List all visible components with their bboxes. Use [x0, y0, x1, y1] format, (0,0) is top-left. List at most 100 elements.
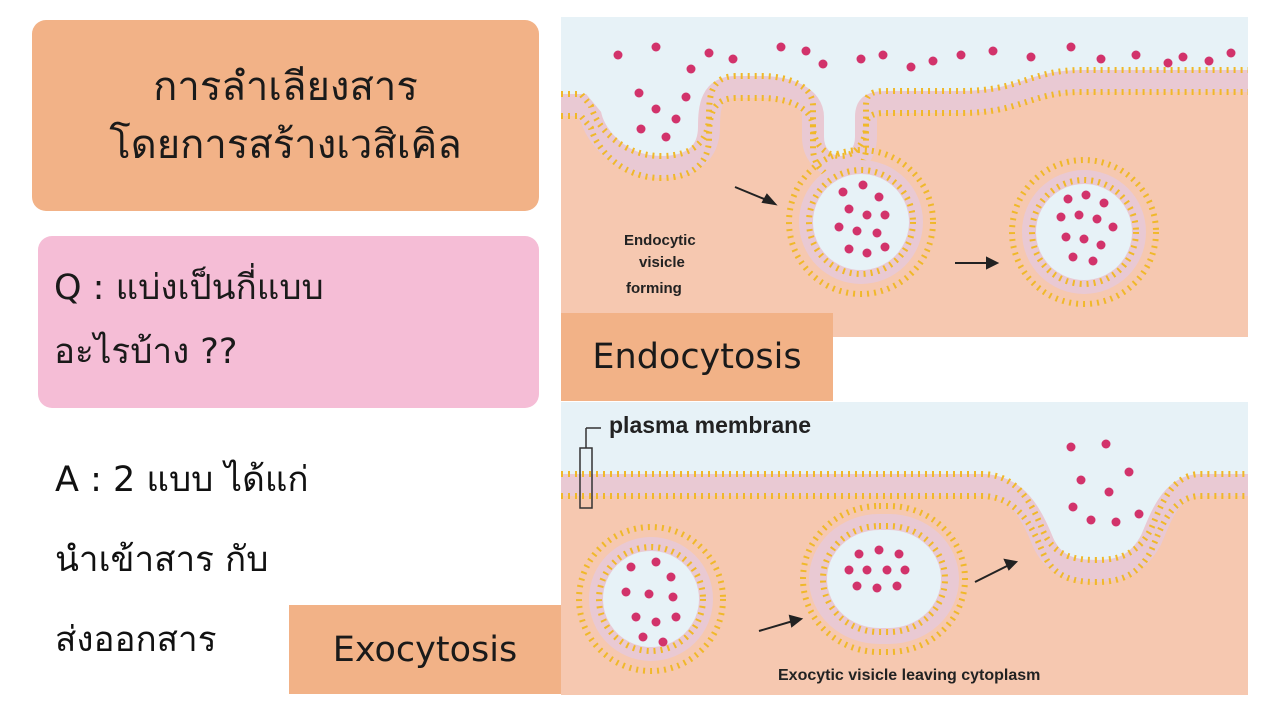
molecule-dot	[862, 248, 872, 258]
molecule-dot	[1068, 502, 1078, 512]
molecule-dot	[852, 581, 862, 591]
molecule-dot	[686, 64, 696, 74]
molecule-dot	[1061, 232, 1071, 242]
molecule-dot	[874, 192, 884, 202]
molecule-dot	[880, 242, 890, 252]
molecule-dot	[1056, 212, 1066, 222]
question-line-2: อะไรบ้าง ??	[54, 332, 238, 372]
molecule-dot	[872, 228, 882, 238]
molecule-dot	[1066, 42, 1076, 52]
molecule-dot	[1063, 194, 1073, 204]
molecule-dot	[854, 549, 864, 559]
endocytosis-label: Endocytosis	[561, 313, 833, 401]
question-box: Q : แบ่งเป็นกี่แบบ อะไรบ้าง ??	[38, 236, 539, 408]
molecule-dot	[1076, 475, 1086, 485]
internalized-vesicle	[1009, 157, 1159, 307]
molecule-dot	[858, 180, 868, 190]
molecule-dot	[636, 124, 646, 134]
molecule-dot	[1092, 214, 1102, 224]
molecule-dot	[666, 572, 676, 582]
molecule-dot	[1026, 52, 1036, 62]
molecule-dot	[1096, 240, 1106, 250]
molecule-dot	[671, 612, 681, 622]
molecule-dot	[638, 632, 648, 642]
molecule-dot	[1108, 222, 1118, 232]
molecule-dot	[651, 557, 661, 567]
molecule-dot	[1079, 234, 1089, 244]
answer-line-3: ส่งออกสาร	[55, 620, 217, 660]
molecules	[613, 42, 1236, 266]
molecule-dot	[1163, 58, 1173, 68]
molecule-dot	[892, 581, 902, 591]
caption-line: forming	[626, 280, 682, 297]
plasma-membrane-bracket	[579, 427, 601, 509]
answer-line-2: นำเข้าสาร กับ	[55, 540, 269, 580]
molecule-dot	[1088, 256, 1098, 266]
title-line-2: โดยการสร้างเวสิเคิล	[109, 121, 462, 168]
exocytosis-label: Exocytosis	[289, 605, 561, 694]
membrane-heads-outer	[561, 471, 1248, 564]
molecule-dot	[651, 617, 661, 627]
molecule-dot	[626, 562, 636, 572]
molecule-dot	[801, 46, 811, 56]
molecule-dot	[872, 583, 882, 593]
molecule-dot	[862, 565, 872, 575]
molecule-dot	[1226, 48, 1236, 58]
plasma-membrane-top	[561, 70, 1248, 179]
molecule-dot	[894, 549, 904, 559]
molecule-dot	[651, 42, 661, 52]
molecule-dot	[862, 210, 872, 220]
molecule-dot	[852, 226, 862, 236]
caption-line: Endocytic	[624, 232, 696, 249]
arrow	[955, 256, 1000, 270]
molecule-dot	[634, 88, 644, 98]
molecule-dot	[900, 565, 910, 575]
molecule-dot	[621, 587, 631, 597]
molecule-dot	[844, 244, 854, 254]
molecule-dot	[661, 132, 671, 142]
molecule-dot	[882, 565, 892, 575]
extracellular-area	[561, 402, 1248, 474]
molecule-dot	[631, 612, 641, 622]
arrow	[758, 614, 804, 632]
molecule-dot	[1101, 439, 1111, 449]
molecule-dot	[1086, 515, 1096, 525]
molecule-dot	[681, 92, 691, 102]
molecule-dot	[818, 59, 828, 69]
title-box: การลำเลียงสาร โดยการสร้างเวสิเคิล	[32, 20, 539, 211]
molecule-dot	[880, 210, 890, 220]
molecule-dot	[1068, 252, 1078, 262]
exocytosis-caption: Exocytic visicle leaving cytoplasm	[778, 667, 1040, 684]
answer-line-1: A : 2 แบบ ได้แก่	[55, 460, 309, 500]
plasma-membrane-label: plasma membrane	[609, 412, 811, 438]
molecule-dot	[1096, 54, 1106, 64]
molecule-dot	[878, 50, 888, 60]
molecule-dot	[988, 46, 998, 56]
molecule-dot	[844, 565, 854, 575]
molecule-dot	[613, 50, 623, 60]
molecule-dot	[956, 50, 966, 60]
molecule-dot	[776, 42, 786, 52]
endocytosis-diagram: Endocytic visicle forming	[561, 17, 1248, 337]
membrane-heads-inner	[561, 493, 1248, 586]
arrow	[974, 558, 1019, 583]
caption-line: visicle	[639, 254, 685, 271]
molecule-dot	[668, 592, 678, 602]
molecule-dot	[1204, 56, 1214, 66]
molecule-dot	[651, 104, 661, 114]
molecule-dot	[1178, 52, 1188, 62]
forming-vesicle	[786, 147, 936, 297]
molecule-dot	[1111, 517, 1121, 527]
molecule-dot	[856, 54, 866, 64]
molecule-dot	[1074, 210, 1084, 220]
molecule-dot	[728, 54, 738, 64]
molecule-dot	[1134, 509, 1144, 519]
molecule-dot	[1104, 487, 1114, 497]
arrow	[734, 186, 778, 206]
molecule-dot	[906, 62, 916, 72]
molecule-dot	[658, 637, 668, 647]
molecule-dot	[1099, 198, 1109, 208]
molecule-dot	[704, 48, 714, 58]
molecule-dot	[844, 204, 854, 214]
molecule-dot	[1124, 467, 1134, 477]
